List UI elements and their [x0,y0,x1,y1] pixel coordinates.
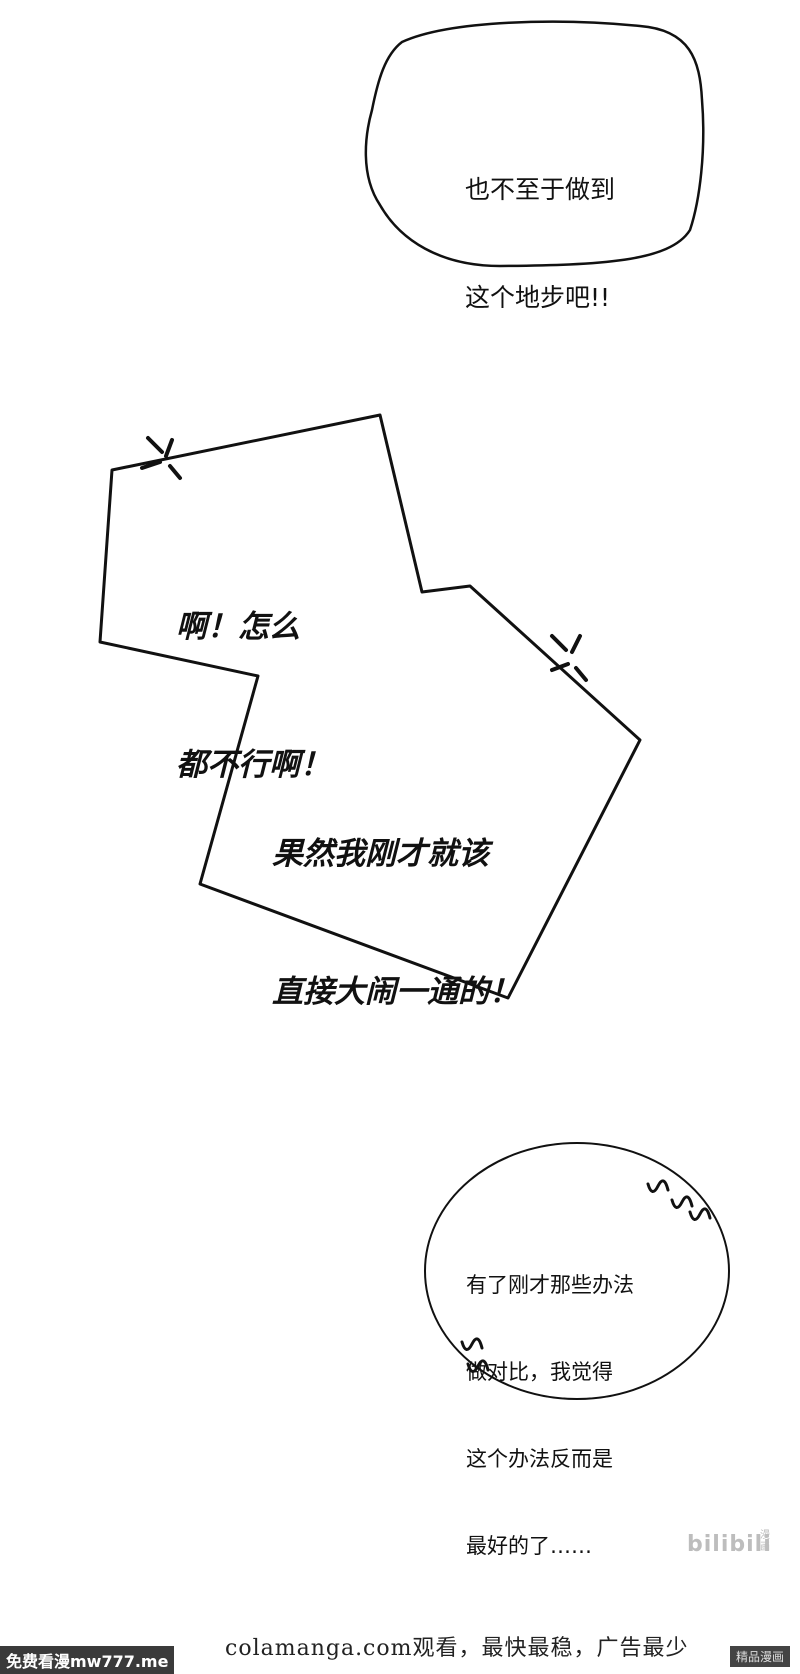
bubble-angry2-text: 果然我刚才就该 直接大闹一通的！ [272,739,520,1061]
text-line: 最好的了…… [466,1534,592,1558]
speech-bubble-angry [98,413,642,1000]
footer-text: colamanga.com观看，最快最稳，广告最少 [225,1636,689,1661]
bubble-angry1-text: 啊！怎么 都不行啊！ [176,512,331,834]
bubble-top-text: 也不至于做到 这个地步吧!! [465,100,615,352]
squiggle-icon [688,1207,712,1221]
corner-badge: 精品漫画 [730,1646,791,1667]
text-line: 这个办法反而是 [466,1447,613,1471]
bubble-round-text: 有了刚才那些办法 做对比，我觉得 这个办法反而是 最好的了…… [466,1213,634,1590]
site-badge: 免费看漫mw777.me [0,1646,175,1674]
text-line: 也不至于做到 [465,175,616,204]
squiggle-icon [646,1179,694,1209]
text-line: 直接大闹一通的！ [272,974,520,1010]
bilibili-watermark: bilibili [687,1532,772,1557]
text-line: 有了刚才那些办法 [466,1273,634,1297]
text-line: 果然我刚才就该 [272,836,489,872]
squiggle-icon [460,1337,490,1373]
text-line: 啊！怎么 [176,609,300,645]
text-line: 都不行啊！ [176,747,331,783]
anger-mark-icon [140,436,182,480]
speech-bubble-top [364,20,705,268]
text-line: 这个地步吧!! [465,283,611,312]
text-line: 做对比，我觉得 [466,1360,613,1384]
speech-bubble-round [424,1142,730,1400]
watermark-label: 漫画 [760,1530,770,1553]
anger-mark-icon [550,634,588,682]
